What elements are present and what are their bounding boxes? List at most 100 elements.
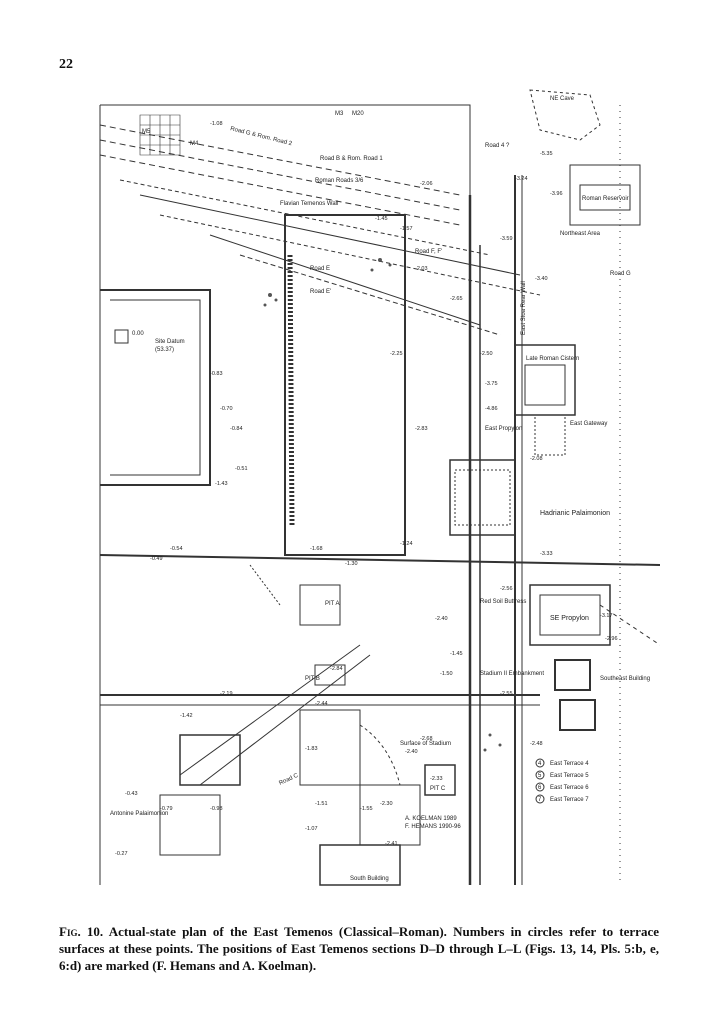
legend: 4 East Terrace 4 5 East Terrace 5 6 East…: [535, 758, 589, 804]
elevation-label: -0.83: [210, 371, 223, 377]
label-ne-cave: NE Cave: [550, 96, 575, 102]
elevation-label: -2.19: [220, 691, 233, 697]
elevation-label: -0.79: [160, 806, 173, 812]
legend-label: East Terrace 5: [550, 773, 589, 779]
elevation-label: -1.51: [315, 801, 328, 807]
elevation-label: -1.42: [180, 713, 193, 719]
elevation-label: -2.25: [390, 351, 403, 357]
elevation-label: -2.50: [480, 351, 493, 357]
label-m5: M5: [142, 129, 151, 135]
legend-num: 4: [538, 761, 542, 767]
label-road-e-prime: Road E': [310, 289, 331, 295]
elevation-label: -1.83: [305, 746, 318, 752]
label-northeast-area: Northeast Area: [560, 231, 601, 237]
figure-caption-text: Actual-state plan of the East Temenos (C…: [59, 924, 659, 973]
label-east-stoa-rear-wall: East Stoa Rear Wall: [521, 281, 527, 335]
elevation-label: -3.17: [600, 613, 613, 619]
elevation-label: -1.30: [345, 561, 358, 567]
elevation-label: -1.55: [360, 806, 373, 812]
label-credit-koelman: A. KOELMAN 1989: [405, 816, 457, 822]
elevation-label: -2.65: [450, 296, 463, 302]
label-road-f: Road F, F': [415, 249, 442, 255]
elevation-label: -2.06: [420, 181, 433, 187]
label-late-roman-cistern: Late Roman Cistern: [526, 356, 579, 362]
elevation-label: -2.03: [415, 266, 428, 272]
legend-label: East Terrace 6: [550, 785, 589, 791]
elevation-label: -1.50: [440, 671, 453, 677]
elevation-label: -1.07: [305, 826, 318, 832]
site-plan-drawing: NE Cave M5 M4 M3 M20 Road G & Rom. Road …: [99, 89, 660, 886]
elevation-label: -5.35: [540, 151, 553, 157]
elevation-label: -2.40: [405, 749, 418, 755]
elevation-label: -0.49: [150, 556, 163, 562]
label-pit-c: PIT C: [430, 786, 446, 792]
label-road-e: Road E: [310, 266, 330, 272]
elevation-label: -2.41: [385, 841, 398, 847]
elevation-label: -1.24: [400, 541, 413, 547]
legend-item: 6 East Terrace 6: [535, 782, 589, 792]
elevation-label: -1.45: [450, 651, 463, 657]
label-roman-reservoir: Roman Reservoir: [582, 196, 629, 202]
label-roman-roads: Roman Roads 3/6: [315, 178, 364, 184]
elevation-label: -3.75: [485, 381, 498, 387]
elevation-label: -1.45: [375, 216, 388, 222]
label-road-g: Road G: [610, 271, 631, 277]
label-m3: M3: [335, 111, 344, 117]
legend-item: 7 East Terrace 7: [535, 794, 589, 804]
elevation-label: -2.96: [605, 636, 618, 642]
figure-caption: Fig. 10. Actual-state plan of the East T…: [59, 923, 659, 974]
elevation-label: -0.43: [125, 791, 138, 797]
label-se-propylon: SE Propylon: [550, 615, 589, 622]
elevation-label: -3.24: [515, 176, 528, 182]
label-pit-b: PIT B: [305, 676, 320, 682]
label-antonine-palaimonion: Antonine Palaimonion: [110, 811, 168, 817]
elevation-label: -0.51: [235, 466, 248, 472]
elevation-label: -2.56: [500, 586, 513, 592]
elevation-label: -0.27: [115, 851, 128, 857]
label-south-building: South Building: [350, 876, 389, 882]
label-credit-hemans: F. HEMANS 1990-96: [405, 824, 461, 830]
elevation-label: -0.70: [220, 406, 233, 412]
label-pit-a: PIT A: [325, 601, 340, 607]
elevation-label: -2.83: [415, 426, 428, 432]
label-site-datum: Site Datum: [155, 339, 185, 345]
elevation-label: -0.84: [230, 426, 243, 432]
elevation-label: -4.86: [485, 406, 498, 412]
elevation-label: -2.30: [380, 801, 393, 807]
elevation-label: -2.33: [430, 776, 443, 782]
elevation-label: -0.54: [170, 546, 183, 552]
legend-num: 7: [538, 797, 542, 803]
label-site-datum-elevation: (53.37): [155, 347, 174, 353]
elevation-label: -3.40: [535, 276, 548, 282]
figure-label: Fig. 10.: [59, 924, 104, 939]
elevation-label: -2.40: [435, 616, 448, 622]
label-southeast-building: Southeast Building: [600, 676, 650, 682]
elevation-label: -3.33: [540, 551, 553, 557]
elevation-label: -2.68: [420, 736, 433, 742]
label-east-propylon: East Propylon: [485, 426, 522, 432]
legend-item: 4 East Terrace 4: [535, 758, 589, 768]
elevation-label: -3.59: [500, 236, 513, 242]
elevation-label: -2.55: [500, 691, 513, 697]
label-red-soil-buttress: Red Soil Buttress: [480, 599, 526, 605]
label-m20: M20: [352, 111, 364, 117]
elevation-label: -2.08: [530, 456, 543, 462]
elevation-label: -1.43: [215, 481, 228, 487]
elevation-label: -2.84: [330, 666, 343, 672]
label-road-g-rom-road-2: Road G & Rom. Road 2: [230, 126, 294, 147]
label-road-4: Road 4 ?: [485, 143, 510, 149]
label-m4: M4: [190, 141, 199, 147]
page-number: 22: [59, 57, 73, 72]
legend-num: 6: [538, 785, 542, 791]
elevation-label: -1.08: [210, 121, 223, 127]
label-site-datum-value: 0.00: [132, 331, 144, 337]
label-flavian-wall: Flavian Temenos Wall: [280, 201, 338, 207]
legend-label: East Terrace 4: [550, 761, 589, 767]
elevation-label: -1.68: [310, 546, 323, 552]
elevation-label: -0.98: [210, 806, 223, 812]
elevation-label: -1.57: [400, 226, 413, 232]
elevation-label: -2.44: [315, 701, 328, 707]
legend-num: 5: [538, 773, 542, 779]
legend-label: East Terrace 7: [550, 797, 589, 803]
label-stadium-embankment: Stadium II Embankment: [480, 671, 544, 677]
